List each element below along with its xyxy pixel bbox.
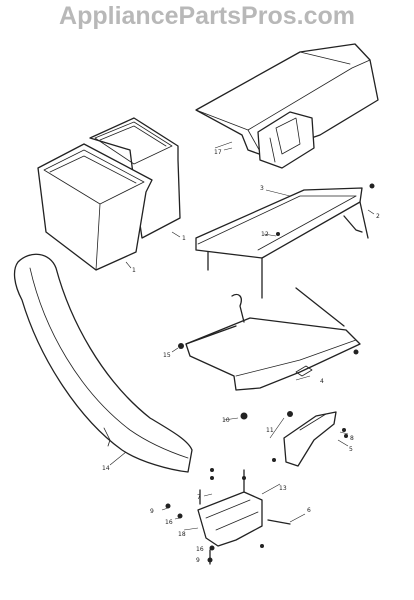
part-label-15: 15 [163, 352, 171, 359]
part-label-9-upper: 9 [150, 508, 154, 515]
part-label-14: 14 [102, 465, 110, 472]
part-label-1-front: 1 [132, 267, 136, 274]
part-label-6: 6 [307, 507, 311, 514]
part-label-7: 7 [197, 494, 201, 501]
part-label-10: 10 [222, 417, 230, 424]
part-label-1-rear: 1 [182, 235, 186, 242]
part-label-5: 5 [349, 446, 353, 453]
part-label-4: 4 [320, 378, 324, 385]
mounting-bracket-right[interactable] [283, 411, 337, 467]
hitch-bracket[interactable] [197, 491, 263, 547]
grass-bag-bin-front[interactable] [37, 143, 153, 271]
part-label-8: 8 [350, 435, 354, 442]
leader-lines [109, 141, 375, 531]
part-label-3: 3 [260, 185, 264, 192]
lower-frame[interactable] [185, 287, 361, 391]
part-label-13: 13 [279, 485, 287, 492]
part-label-9-lower: 9 [196, 557, 200, 564]
part-label-18: 18 [178, 531, 186, 538]
fasteners [165, 183, 375, 565]
part-label-16-lower: 16 [196, 546, 204, 553]
part-label-17: 17 [214, 149, 222, 156]
grass-bag-cover[interactable] [195, 43, 379, 169]
part-label-12: 12 [261, 231, 269, 238]
part-label-16-upper: 16 [165, 519, 173, 526]
watermark: AppliancePartsPros.com [59, 2, 355, 30]
part-label-2: 2 [376, 213, 380, 220]
part-label-11: 11 [266, 427, 274, 434]
discharge-chute[interactable] [13, 253, 193, 473]
upper-frame[interactable] [195, 187, 369, 299]
